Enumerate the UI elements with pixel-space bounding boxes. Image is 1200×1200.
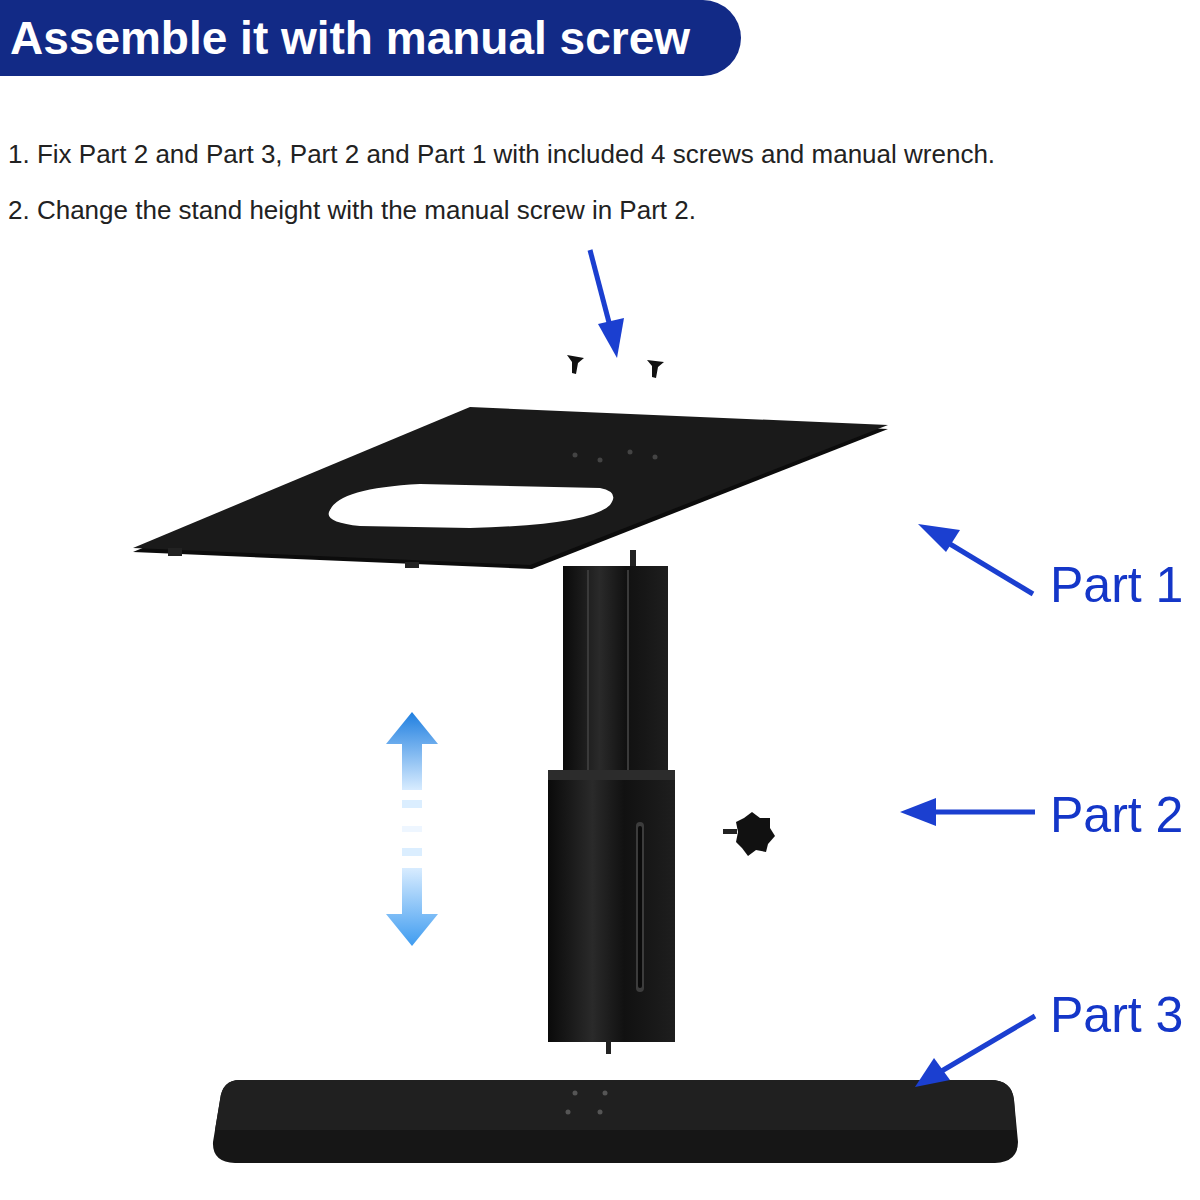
knob-screw — [723, 812, 775, 856]
instruction-line: 1. Fix Part 2 and Part 3, Part 2 and Par… — [8, 138, 995, 170]
title-text: Assemble it with manual screw — [10, 12, 690, 64]
part-label: Part 3 — [1050, 986, 1183, 1044]
part-label: Part 2 — [1050, 786, 1183, 844]
part-pointers — [900, 524, 1035, 1087]
column — [548, 550, 675, 1054]
height-arrow — [386, 712, 438, 946]
base-plate — [213, 1080, 1018, 1163]
part-label: Part 1 — [1050, 556, 1183, 614]
screws — [567, 355, 664, 378]
top-plate — [133, 407, 888, 569]
screw-arrow — [590, 250, 624, 358]
instruction-line: 2. Change the stand height with the manu… — [8, 194, 696, 226]
